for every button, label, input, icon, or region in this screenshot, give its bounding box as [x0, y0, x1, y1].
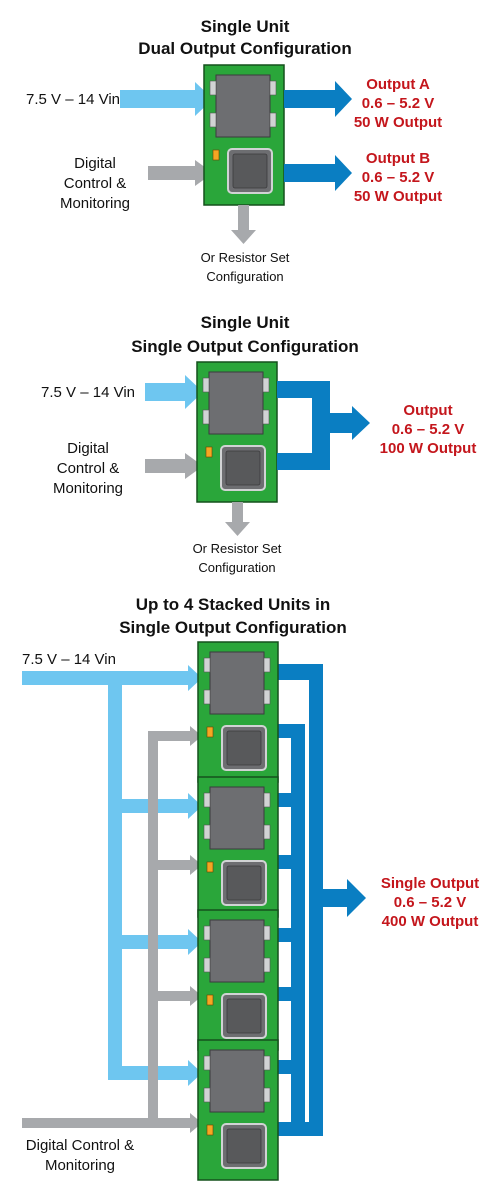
section-dual-output: Single Unit Dual Output Configuration 7.… — [26, 17, 442, 284]
power-module-unit-4 — [197, 1039, 279, 1181]
control-arrow — [145, 453, 203, 479]
control-label-line1: Digital Control & — [26, 1137, 134, 1154]
output-line3: 100 W Output — [380, 440, 477, 457]
control-arrow — [148, 160, 213, 186]
power-module-unit-1 — [197, 641, 279, 783]
output-b-arrow — [284, 155, 352, 191]
section-single-output: Single Unit Single Output Configuration … — [41, 313, 476, 575]
control-label-line3: Monitoring — [53, 480, 123, 497]
output-b-line3: 50 W Output — [354, 188, 442, 205]
output-line1: Output — [403, 402, 452, 419]
control-label-line1: Digital — [74, 155, 116, 172]
section2-title-line2: Single Output Configuration — [131, 337, 359, 356]
resistor-config-arrow — [225, 502, 250, 536]
input-voltage-label: 7.5 V – 14 Vin — [41, 384, 135, 401]
section3-title-line1: Up to 4 Stacked Units in — [136, 595, 331, 614]
section3-title-line2: Single Output Configuration — [119, 618, 347, 637]
control-label-line2: Monitoring — [45, 1157, 115, 1174]
output-a-arrow — [284, 81, 352, 117]
resistor-config-line1: Or Resistor Set — [201, 250, 290, 265]
input-voltage-label: 7.5 V – 14 Vin — [22, 651, 116, 668]
output-a-line1: Output A — [366, 76, 430, 93]
input-voltage-label: 7.5 V – 14 Vin — [26, 91, 120, 108]
control-label-line3: Monitoring — [60, 195, 130, 212]
control-label-line2: Control & — [64, 175, 127, 192]
output-a-line3: 50 W Output — [354, 114, 442, 131]
control-label-line2: Control & — [57, 460, 120, 477]
section2-title-line1: Single Unit — [201, 313, 290, 332]
input-arrow — [120, 82, 213, 116]
section-stacked-units: Up to 4 Stacked Units in Single Output C… — [22, 595, 479, 1181]
output-line2: 0.6 – 5.2 V — [394, 894, 467, 911]
resistor-config-line1: Or Resistor Set — [193, 541, 282, 556]
input-arrow — [145, 375, 203, 409]
power-module-unit — [196, 361, 278, 503]
output-b-line2: 0.6 – 5.2 V — [362, 169, 435, 186]
resistor-config-arrow — [231, 205, 256, 244]
input-bus — [22, 665, 202, 1086]
output-line3: 400 W Output — [382, 913, 479, 930]
output-line2: 0.6 – 5.2 V — [392, 421, 465, 438]
combined-output-arrow — [277, 381, 370, 470]
power-module-unit-3 — [197, 909, 279, 1051]
output-a-line2: 0.6 – 5.2 V — [362, 95, 435, 112]
output-line1: Single Output — [381, 875, 479, 892]
power-module-unit — [203, 64, 285, 206]
control-bus — [22, 726, 202, 1133]
output-b-line1: Output B — [366, 150, 430, 167]
section1-title-line2: Dual Output Configuration — [138, 39, 351, 58]
power-module-unit-2 — [197, 776, 279, 918]
control-label-line1: Digital — [67, 440, 109, 457]
resistor-config-line2: Configuration — [206, 269, 283, 284]
section1-title-line1: Single Unit — [201, 17, 290, 36]
resistor-config-line2: Configuration — [198, 560, 275, 575]
